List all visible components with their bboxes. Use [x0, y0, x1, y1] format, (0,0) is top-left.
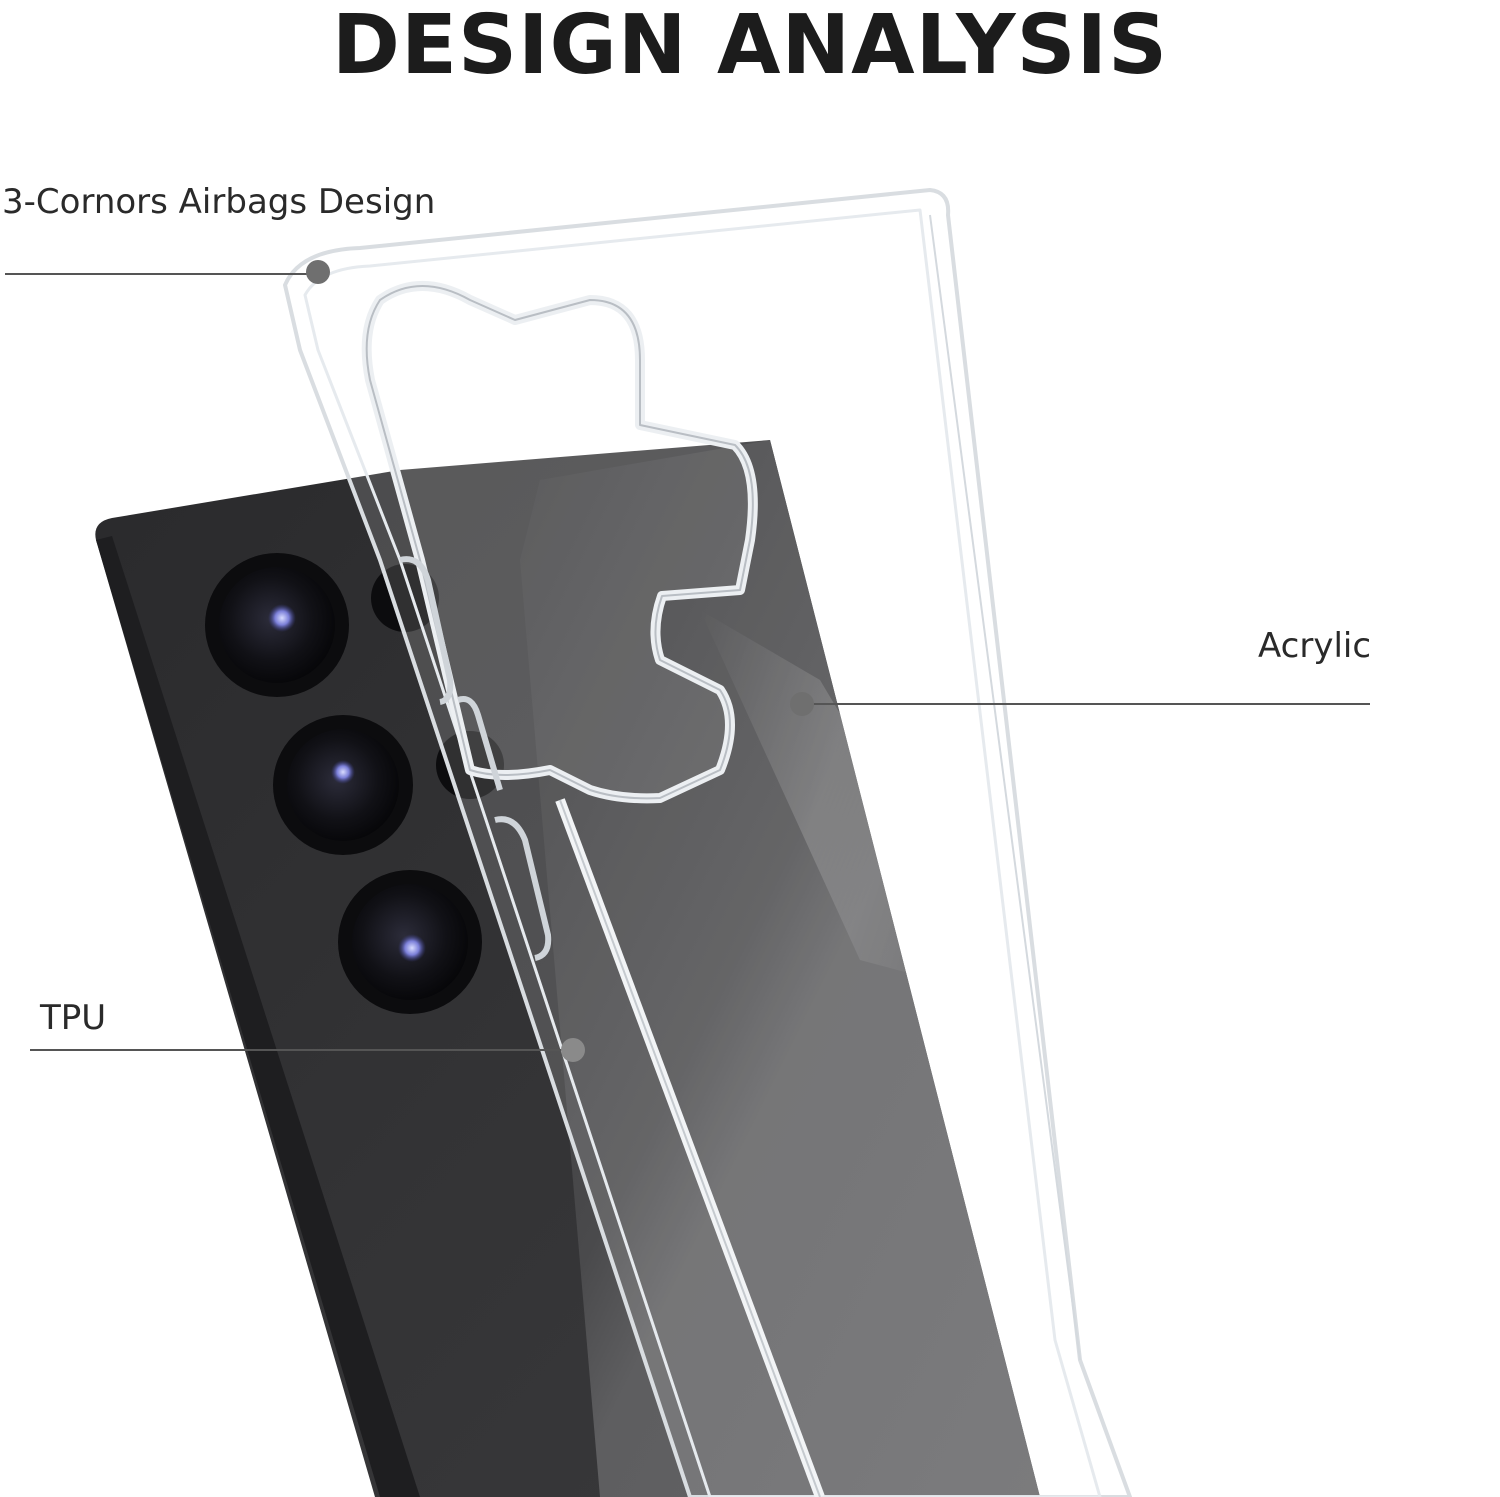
callout-acrylic-pointer: [790, 692, 1370, 716]
camera-lens-bottom: [338, 870, 482, 1014]
camera-lens-middle: [273, 715, 413, 855]
clear-case: [283, 188, 1132, 1497]
page-title: DESIGN ANALYSIS: [331, 0, 1169, 93]
callout-acrylic-label: Acrylic: [1258, 626, 1372, 666]
callout-airbags-label: 3-Cornors Airbags Design: [2, 182, 436, 222]
camera-lens-top: [205, 553, 349, 697]
callout-tpu-label: TPU: [40, 998, 107, 1038]
callout-airbags-pointer: [5, 260, 330, 284]
camera-lenses: [205, 553, 504, 1014]
callout-tpu-pointer: [30, 1038, 585, 1062]
